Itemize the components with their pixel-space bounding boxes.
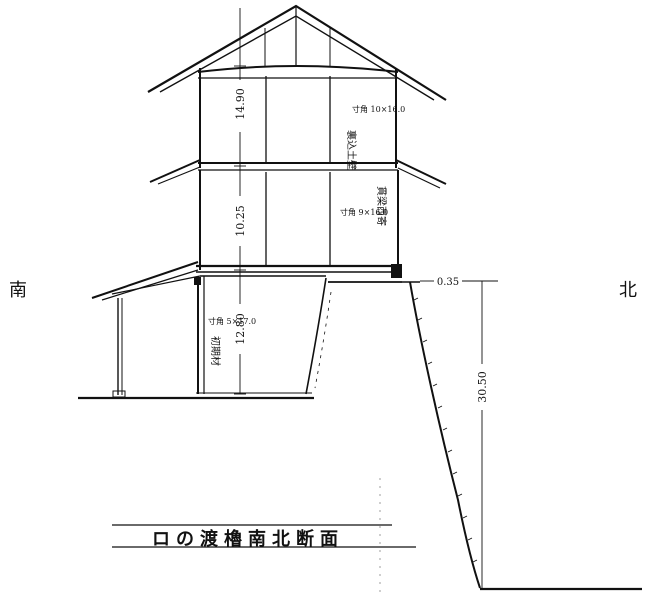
note-beam: 貫梁西寄 [375,186,388,226]
label-south: 南 [9,280,27,301]
top-storey-frame [197,65,399,171]
dim-ground-storey: 12.80 [234,313,247,345]
drawing-title: ロの渡櫓南北断面 [152,528,344,550]
stone-wall [328,281,642,591]
note-upper-wall: 裏込土壁 [345,130,358,170]
note-middle-post-size: 寸角 9×16.0 [340,207,388,217]
middle-storey-frame [196,170,402,273]
dim-middle-storey: 10.25 [234,205,247,237]
dim-top-storey: 14.90 [234,88,247,120]
dim-ledge-offset: 0.35 [437,277,459,288]
main-roof [147,4,447,101]
label-north: 北 [619,280,637,301]
note-lower-post: 初期材 [209,336,222,366]
note-lower-post-size: 寸角 5×17.0 [208,316,256,326]
note-upper-post-size: 寸角 10×16.0 [352,104,405,114]
middle-eaves [149,159,447,189]
inner-stone-face [305,277,332,395]
lower-roof [91,261,201,398]
dim-stone-wall: 30.50 [476,371,489,403]
ground-storey-frame [78,264,402,400]
